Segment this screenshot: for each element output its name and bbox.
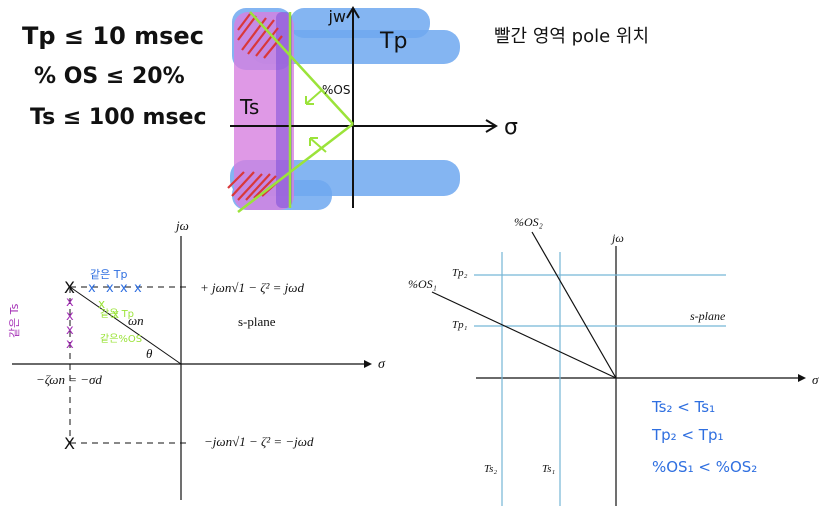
same-tp-note: 같은 Tp [90,268,127,281]
blue-region-top [290,8,430,38]
sketch-os-label: %OS [322,83,350,97]
svg-text:x: x [66,337,74,352]
right-jw-label: jω [610,231,624,245]
same-ts-note: 같은 Ts [8,303,21,338]
tp1-label: Tp₁ [452,319,468,331]
os1-label: %OS₁ [408,277,437,291]
left-sigma-arrow [364,360,372,368]
omega-n-radius [69,286,182,365]
blue-region-upper [250,30,460,64]
green-arrow-up [305,89,323,105]
tp2-label: Tp₂ [452,267,468,279]
svg-text:x: x [112,307,119,321]
svg-text:x: x [66,295,74,310]
sketch-ts-label: Ts [239,95,259,119]
left-splane-diagram: jω σ X X + jωn√1 − ζ² = jωd −jωn√1 − ζ² … [8,218,386,500]
right-splane-label: s-plane [690,309,726,323]
red-hatch-bottom [227,171,283,201]
sketch-sigma-label: σ [504,115,518,140]
svg-text:x: x [88,281,96,296]
omega-n-label: ωn [128,313,144,328]
sketch-tp-label: Tp [379,29,407,54]
same-os-crosses: xx [98,297,119,321]
korean-title: 빨간 영역 pole 위치 [494,26,649,47]
tp-spec: Tp ≤ 10 msec [22,22,204,50]
left-jw-label: jω [174,218,189,233]
sketch-jw-arrow [346,6,360,19]
left-sigma-label: σ [378,357,386,372]
overlap-strip [276,12,292,208]
right-sigma-arrow [798,374,806,382]
left-splane-label: s-plane [238,314,276,329]
lower-equation: −jωn√1 − ζ² = −jωd [204,434,314,449]
svg-text:x: x [66,323,74,338]
region-sketch: jw σ Tp Ts %OS [227,6,518,213]
green-os-line-upper [249,11,354,125]
green-os-line-lower [237,123,354,213]
upper-equation: + jωn√1 − ζ² = jωd [200,280,304,295]
svg-text:x: x [134,281,142,296]
svg-text:x: x [66,309,74,324]
os2-label: %OS₂ [514,215,543,229]
svg-text:x: x [120,281,128,296]
spec-notes: Tp ≤ 10 msec % OS ≤ 20% Ts ≤ 100 msec [22,22,207,130]
svg-text:x: x [106,281,114,296]
right-sigma-label: σ [812,372,819,387]
pole-lower: X [64,434,75,453]
sketch-jw-label: jw [327,7,346,26]
os1-line [431,291,617,379]
relation-os: %OS₁ < %OS₂ [652,458,757,476]
same-os-tp-note: 같은 Tp [100,308,134,320]
pole-upper: X [64,278,75,297]
sketch-sigma-arrow [485,119,498,133]
ts1-label: Ts₁ [542,463,555,475]
relation-ts: Ts₂ < Ts₁ [651,398,715,416]
right-splane-diagram: jω σ %OS₂ %OS₁ Tp₂ Tp₁ Ts₂ Ts₁ s-plane T… [408,215,819,506]
ts-spec: Ts ≤ 100 msec [30,105,207,130]
same-os-note: 같은%OS [100,333,142,345]
green-arrow-down [309,137,327,153]
theta-label: θ [146,346,153,361]
relation-tp: Tp₂ < Tp₁ [651,426,724,444]
svg-text:x: x [98,297,105,311]
real-part-equation: −ζωn = −σd [36,372,102,387]
os-spec: % OS ≤ 20% [34,64,185,89]
os2-line [531,231,617,379]
ts2-label: Ts₂ [484,463,497,475]
